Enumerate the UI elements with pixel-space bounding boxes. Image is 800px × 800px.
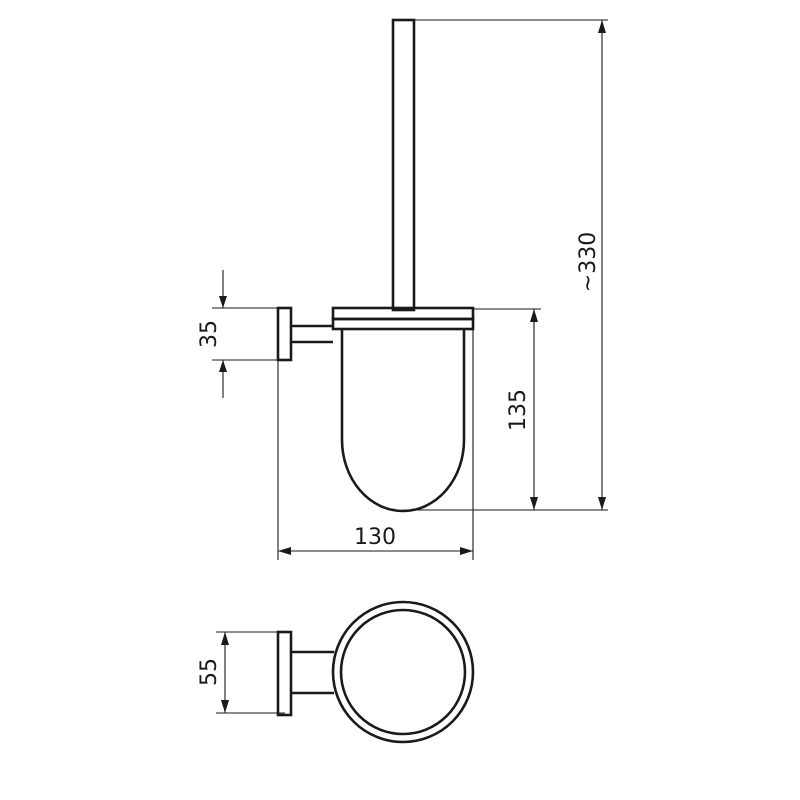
dimension-plate-height: 35 [197,270,288,398]
dimension-overall-height: ~330 [414,19,608,510]
dim-label-130: 130 [354,525,396,550]
holder-lid-band [331,317,475,331]
dim-label-135: 135 [506,389,531,431]
dimension-plate-diameter: 55 [197,631,285,714]
glass-cup [340,329,466,513]
dim-label-55: 55 [197,658,222,686]
dimension-projection-width: 130 [277,309,474,560]
plan-inner-ring [339,608,467,736]
brush-handle [391,18,416,312]
plan-wall-plate [276,630,293,717]
dim-label-35: 35 [197,320,222,348]
dim-label-330: ~330 [576,232,601,292]
dimension-holder-height: 135 [403,308,608,511]
wall-plate [276,306,293,362]
plan-outer-ring [331,600,475,744]
plan-view [276,600,475,744]
side-elevation-view [276,18,475,513]
